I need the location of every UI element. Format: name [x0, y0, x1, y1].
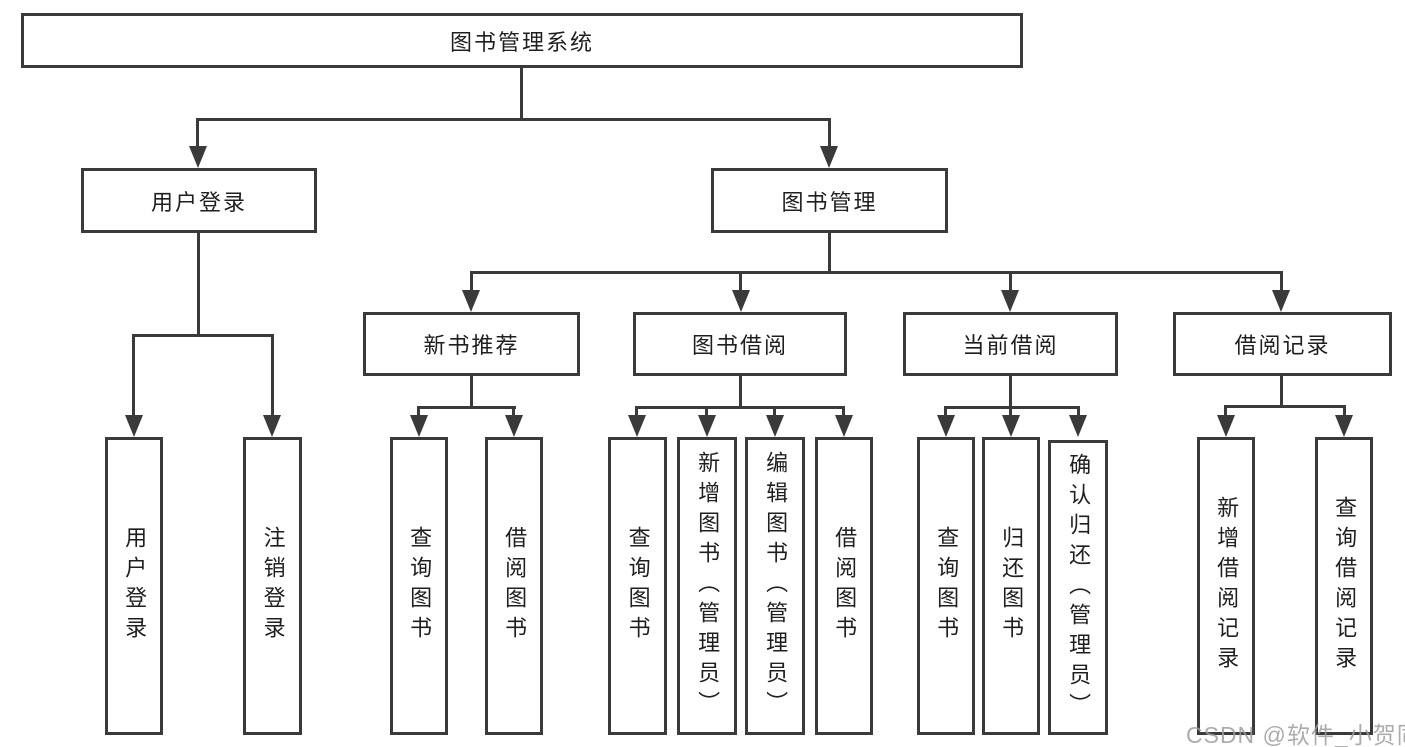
leaf-logout: 注销登录 [243, 437, 302, 735]
connector-line [132, 334, 274, 337]
node-book-borrowing: 图书借阅 [633, 312, 847, 376]
connector-line [705, 406, 708, 418]
connector-line [197, 233, 200, 336]
leaf-confirm-return-admin: 确认归还（管理员） [1048, 440, 1108, 735]
connector-line [842, 406, 845, 418]
connector-line [271, 334, 274, 419]
connector-line [1009, 376, 1012, 409]
node-current-borrowing: 当前借阅 [903, 312, 1118, 376]
connector-line [512, 406, 515, 418]
arrowhead-down-icon [937, 415, 955, 437]
connector-line [1224, 405, 1227, 418]
leaf-user-login: 用户登录 [105, 437, 163, 735]
arrowhead-down-icon [1217, 415, 1235, 437]
node-new-book-recommend: 新书推荐 [363, 312, 580, 376]
connector-line [944, 406, 1080, 409]
connector-line [1280, 376, 1283, 407]
arrowhead-down-icon [189, 146, 207, 168]
leaf-return-books: 归还图书 [982, 437, 1040, 735]
arrowhead-down-icon [835, 415, 853, 437]
arrowhead-down-icon [698, 415, 716, 437]
connector-line [635, 406, 845, 409]
connector-line [196, 118, 831, 121]
connector-line [1224, 405, 1346, 408]
connector-line [828, 233, 831, 273]
connector-line [520, 68, 523, 120]
connector-line [1343, 405, 1346, 418]
leaf-query-books-current: 查询图书 [917, 437, 975, 735]
connector-line [773, 406, 776, 418]
leaf-query-books-recommend: 查询图书 [390, 437, 448, 735]
node-library-system: 图书管理系统 [21, 13, 1023, 68]
arrowhead-down-icon [1272, 290, 1290, 312]
arrowhead-down-icon [410, 415, 428, 437]
arrowhead-down-icon [1335, 415, 1353, 437]
arrowhead-down-icon [263, 415, 281, 437]
connector-line [1280, 271, 1283, 293]
connector-line [417, 406, 420, 418]
connector-line [132, 334, 135, 419]
connector-line [470, 271, 1283, 274]
leaf-borrow-books-recommend: 借阅图书 [485, 437, 543, 735]
arrowhead-down-icon [820, 146, 838, 168]
connector-line [739, 271, 742, 293]
arrowhead-down-icon [732, 290, 750, 312]
connector-line [739, 376, 742, 409]
connector-line [1077, 406, 1080, 418]
arrowhead-down-icon [462, 290, 480, 312]
leaf-add-borrow-record: 新增借阅记录 [1197, 437, 1255, 735]
connector-line [196, 118, 199, 150]
arrowhead-down-icon [125, 415, 143, 437]
arrowhead-down-icon [1069, 415, 1087, 437]
node-borrowing-records: 借阅记录 [1173, 312, 1392, 376]
connector-line [1009, 406, 1012, 418]
node-user-login: 用户登录 [81, 168, 317, 233]
connector-line [828, 118, 831, 150]
leaf-query-borrow-record: 查询借阅记录 [1315, 437, 1373, 735]
watermark: CSDN @软件_小贺同学 [1186, 722, 1405, 747]
arrowhead-down-icon [1002, 415, 1020, 437]
arrowhead-down-icon [766, 415, 784, 437]
connector-line [470, 271, 473, 293]
connector-line [417, 406, 516, 409]
leaf-query-books-borrowing: 查询图书 [608, 437, 667, 735]
connector-line [635, 406, 638, 418]
leaf-add-books-admin: 新增图书（管理员） [677, 437, 737, 735]
arrowhead-down-icon [1001, 290, 1019, 312]
connector-line [944, 406, 947, 418]
connector-line [470, 376, 473, 409]
arrowhead-down-icon [505, 415, 523, 437]
leaf-borrow-books-borrowing: 借阅图书 [815, 437, 873, 735]
node-book-management: 图书管理 [711, 168, 948, 233]
arrowhead-down-icon [628, 415, 646, 437]
connector-line [1009, 271, 1012, 293]
leaf-edit-books-admin: 编辑图书（管理员） [745, 437, 805, 735]
